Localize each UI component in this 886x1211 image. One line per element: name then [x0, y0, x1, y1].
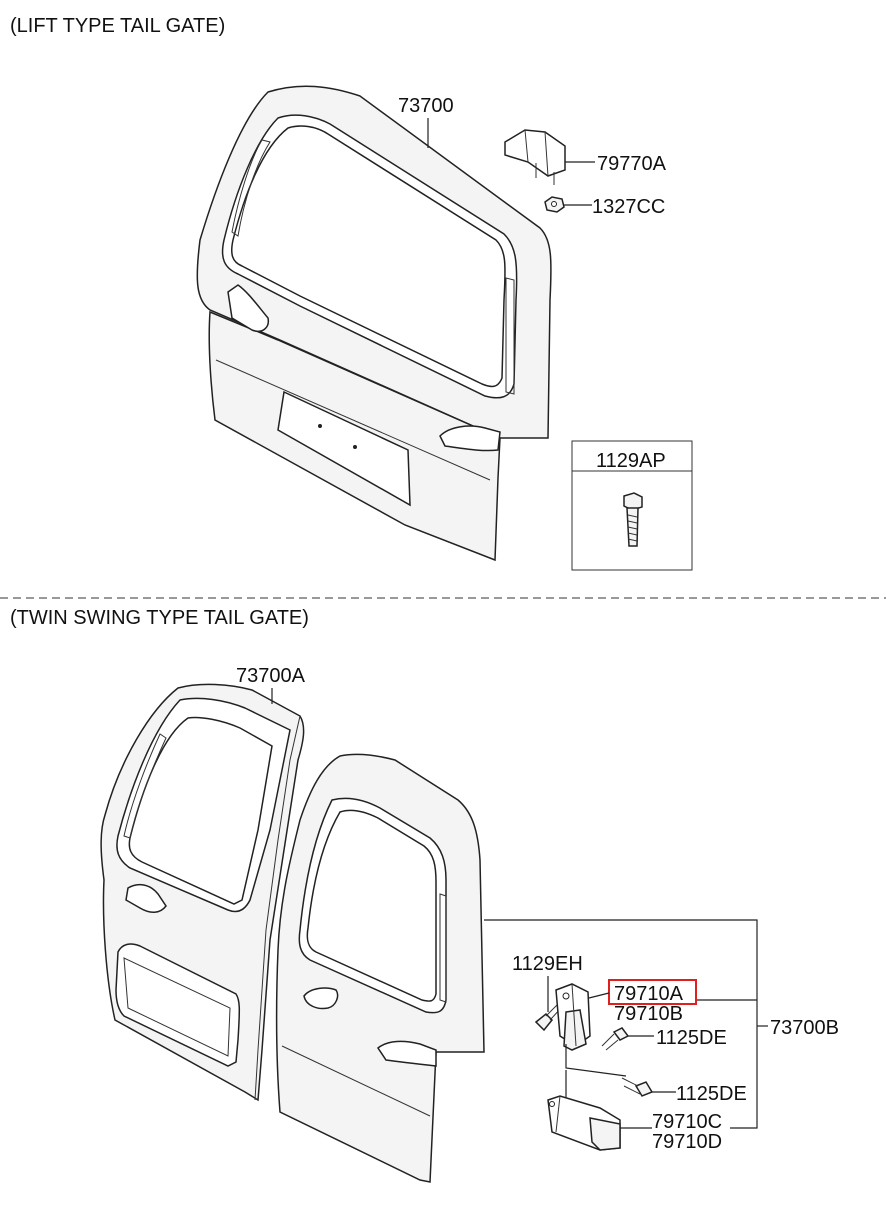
- label-79710c[interactable]: 79710C: [652, 1111, 722, 1133]
- label-1125de-lower[interactable]: 1125DE: [676, 1083, 747, 1105]
- label-79710d[interactable]: 79710D: [652, 1131, 722, 1153]
- section-title-lift: (LIFT TYPE TAIL GATE): [10, 15, 225, 37]
- label-73700b[interactable]: 73700B: [770, 1017, 839, 1039]
- lift-tail-gate[interactable]: [196, 85, 552, 562]
- label-79710b[interactable]: 79710B: [614, 1003, 683, 1025]
- bolt-1125de-lower[interactable]: [621, 1077, 654, 1097]
- label-1327cc[interactable]: 1327CC: [592, 196, 665, 218]
- lift-hinge-79770a[interactable]: [504, 129, 566, 185]
- twin-right-door[interactable]: [275, 753, 485, 1183]
- label-79710a[interactable]: 79710A: [614, 983, 684, 1005]
- bracket-73700b: [484, 919, 758, 1129]
- label-73700[interactable]: 73700: [398, 95, 454, 117]
- label-73700a[interactable]: 73700A: [236, 665, 306, 687]
- bolt-box-1129ap[interactable]: [571, 440, 693, 571]
- upper-hinge-79710a[interactable]: [555, 983, 591, 1051]
- label-1125de-upper[interactable]: 1125DE: [656, 1027, 727, 1049]
- twin-left-door[interactable]: [100, 683, 305, 1102]
- bolt-1125de-upper[interactable]: [601, 1027, 630, 1051]
- label-1129eh[interactable]: 1129EH: [512, 953, 583, 975]
- lower-hinge-79710c[interactable]: [547, 1095, 621, 1151]
- highlight-79710a[interactable]: [608, 979, 697, 1005]
- section-title-twin: (TWIN SWING TYPE TAIL GATE): [10, 607, 309, 629]
- label-1129ap[interactable]: 1129AP: [596, 450, 666, 472]
- label-79770a[interactable]: 79770A: [597, 153, 667, 175]
- lift-nut-1327cc[interactable]: [544, 196, 565, 213]
